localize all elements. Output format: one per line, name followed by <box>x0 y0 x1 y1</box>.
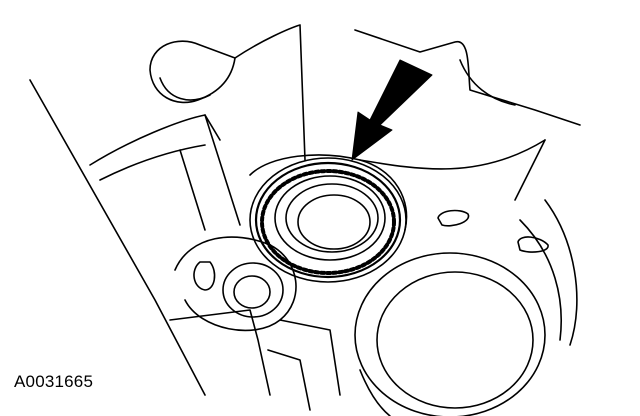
right-top-flange-inner <box>459 59 516 106</box>
housing-left-edge <box>29 79 206 396</box>
boss-slot <box>193 261 216 291</box>
lower-left-boss-outer <box>174 236 297 332</box>
bearing-race <box>285 183 379 253</box>
boss-base <box>169 309 271 396</box>
lower-wall-line <box>279 319 341 396</box>
bearing-outer-ring <box>249 157 407 283</box>
bore-shoulder-arc <box>249 154 408 231</box>
upper-left-lug <box>149 40 236 104</box>
right-slot-2 <box>517 236 549 253</box>
lower-wall-line-2 <box>267 349 311 411</box>
bearing-bore <box>297 194 371 250</box>
figure-id-label: A0031665 <box>14 372 94 391</box>
right-top-flange <box>354 29 581 126</box>
lower-bore-outer <box>354 252 546 416</box>
left-web-wall <box>204 114 241 226</box>
right-upright-2 <box>359 139 546 170</box>
boss-hole-outer <box>222 262 284 318</box>
callout-arrow-icon <box>351 59 433 161</box>
bearing-inner-ring <box>274 175 386 261</box>
bearing-outer-ring-2 <box>254 161 402 279</box>
right-upright <box>514 139 546 201</box>
upper-rib-line <box>89 114 221 166</box>
lower-bore-inner <box>376 271 534 409</box>
right-slot-1 <box>437 209 470 227</box>
lower-bore-edge <box>359 369 391 416</box>
left-web-wall-2 <box>179 149 206 231</box>
boss-hole-inner <box>233 275 271 309</box>
upper-rib-line-2 <box>99 144 206 181</box>
right-outer-contour <box>544 199 578 346</box>
top-web <box>234 24 306 161</box>
bearing-rollers-ring <box>260 169 396 275</box>
right-outer-contour-2 <box>519 219 563 341</box>
upper-left-lug-inner <box>159 77 211 101</box>
